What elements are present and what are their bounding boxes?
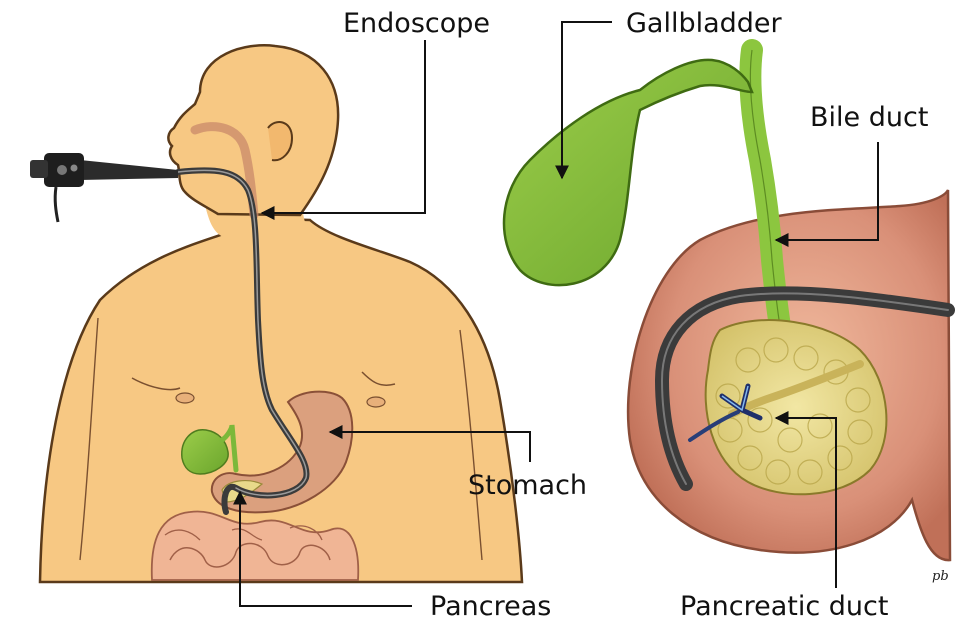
chest-line-right — [361, 371, 396, 386]
chest-line-left — [131, 377, 181, 391]
organ-detail — [502, 39, 955, 562]
small-gallbladder — [181, 429, 229, 475]
artist-signature: pb — [932, 569, 949, 584]
pointer-lines — [233, 21, 879, 607]
intestines — [150, 510, 360, 581]
label-bile-duct: Bile duct — [810, 102, 929, 133]
arm-crease-left — [79, 317, 99, 561]
arm-crease-right — [459, 329, 483, 561]
label-endoscope: Endoscope — [343, 8, 491, 39]
small-bile-duct — [219, 424, 239, 473]
label-stomach: Stomach — [468, 470, 588, 501]
nipple-left — [175, 392, 195, 404]
human-figure — [38, 44, 524, 584]
pointer-gallbladder — [555, 21, 612, 180]
pointer-pancreas — [233, 490, 412, 607]
gallbladder — [502, 58, 754, 287]
label-pancreas: Pancreas — [430, 591, 552, 622]
pointer-pancreatic-duct — [774, 411, 837, 588]
pointer-stomach — [328, 425, 531, 462]
endoscope-device — [30, 153, 178, 223]
nipple-right — [366, 396, 386, 408]
catheter — [688, 410, 740, 442]
pointer-endoscope — [260, 40, 426, 220]
label-pancreatic-duct: Pancreatic duct — [680, 591, 889, 622]
ear — [267, 121, 294, 162]
pancreas — [704, 319, 888, 496]
pointer-bile-duct — [774, 142, 879, 247]
label-gallbladder: Gallbladder — [626, 8, 782, 39]
